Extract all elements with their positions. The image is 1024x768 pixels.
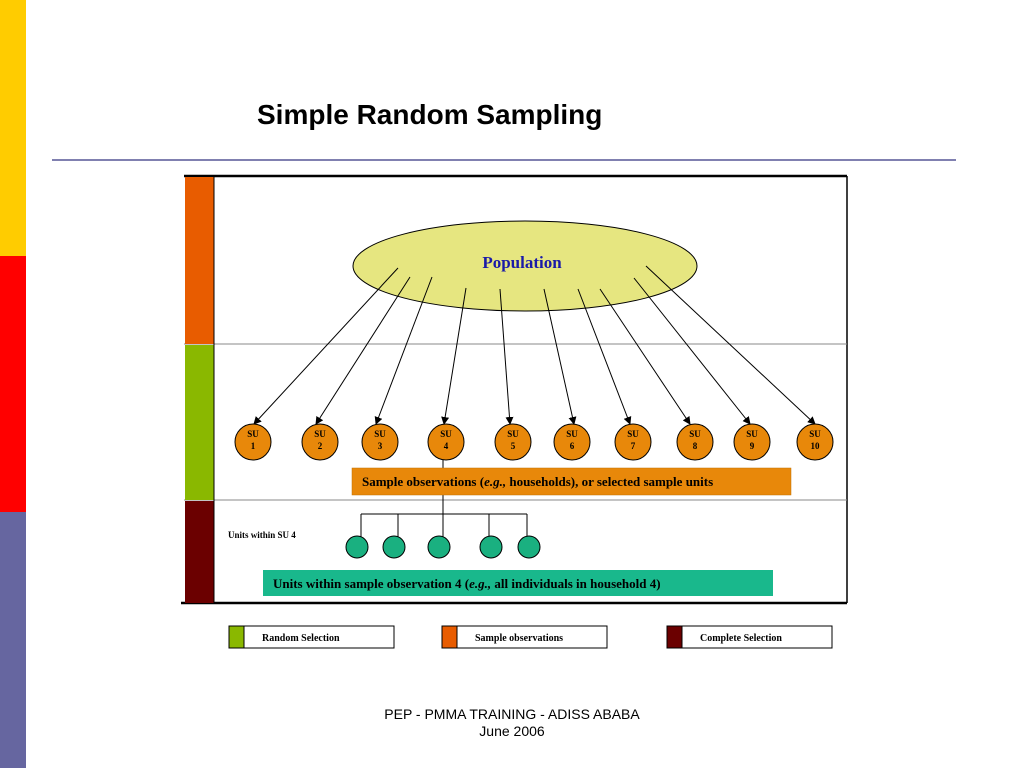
su-number: 4 <box>444 441 449 451</box>
sample-observations-text: Sample observations (e.g., households), … <box>362 474 713 489</box>
su-number: 2 <box>318 441 323 451</box>
sample-unit-9: SU 9 <box>733 423 771 461</box>
legend-item-random-selection: Random Selection <box>228 625 395 649</box>
sidebar-stripe-red <box>0 256 26 512</box>
su-number: 3 <box>378 441 383 451</box>
su-number: 6 <box>570 441 575 451</box>
unit-circle-4 <box>479 535 503 559</box>
su-circle <box>676 423 714 461</box>
su-circle <box>614 423 652 461</box>
arrow-to-su-4 <box>441 287 467 425</box>
unit-circle-2 <box>382 535 406 559</box>
arrow-to-su-6 <box>543 288 577 425</box>
footer-line-2: June 2006 <box>479 723 545 739</box>
legend-item-sample-observations: Sample observations <box>441 625 608 649</box>
sample-unit-1: SU 1 <box>234 423 272 461</box>
su-circle <box>796 423 834 461</box>
legend: Random Selection Sample observations Com… <box>228 625 833 649</box>
su-circle <box>553 423 591 461</box>
slide-footer: PEP - PMMA TRAINING - ADISS ABABA June 2… <box>300 706 724 740</box>
su-label: SU <box>314 429 326 439</box>
arrow-to-su-10 <box>645 265 816 425</box>
sidebar-stripe-yellow <box>0 0 26 256</box>
population-ellipse <box>352 220 698 312</box>
legend-label: Sample observations <box>475 633 563 644</box>
su-number: 7 <box>631 441 636 451</box>
banner-text-part: Units within sample observation 4 ( <box>273 576 469 591</box>
arrow-to-su-9 <box>633 277 751 425</box>
units-within-su-label: Units within SU 4 <box>228 530 296 540</box>
units-tree <box>360 513 528 537</box>
su-circle <box>494 423 532 461</box>
su-label: SU <box>440 429 452 439</box>
unit-circle-3 <box>427 535 451 559</box>
sample-unit-8: SU 8 <box>676 423 714 461</box>
arrow-to-su-1 <box>253 267 399 425</box>
row-bar-random-selection <box>185 345 214 500</box>
banner-text-italic: e.g., <box>484 474 506 489</box>
population-label: Population <box>482 253 562 272</box>
household-units <box>345 535 541 559</box>
su-number: 1 <box>251 441 256 451</box>
su-label: SU <box>507 429 519 439</box>
legend-swatch <box>228 625 245 649</box>
footer-line-1: PEP - PMMA TRAINING - ADISS ABABA <box>384 706 640 722</box>
units-banner <box>263 570 773 596</box>
su-label: SU <box>627 429 639 439</box>
su-circle <box>361 423 399 461</box>
sidebar-stripe-purple <box>0 512 26 768</box>
su-number: 9 <box>750 441 755 451</box>
su-label: SU <box>247 429 259 439</box>
legend-label: Complete Selection <box>700 633 782 644</box>
legend-label: Random Selection <box>262 633 340 644</box>
su-circle <box>301 423 339 461</box>
legend-swatch <box>441 625 458 649</box>
sample-unit-7: SU 7 <box>614 423 652 461</box>
sample-unit-4: SU 4 <box>427 423 465 461</box>
slide-title: Simple Random Sampling <box>257 99 603 130</box>
su-label: SU <box>566 429 578 439</box>
su-circle <box>427 423 465 461</box>
sample-unit-2: SU 2 <box>301 423 339 461</box>
arrow-to-su-7 <box>577 288 632 425</box>
sample-unit-3: SU 3 <box>361 423 399 461</box>
banner-text-part: all individuals in household 4) <box>491 576 660 591</box>
row-bar-complete-selection <box>185 501 214 603</box>
arrow-to-su-2 <box>315 276 411 425</box>
sample-unit-6: SU 6 <box>553 423 591 461</box>
title-divider <box>52 159 956 161</box>
su-number: 5 <box>511 441 516 451</box>
sample-observations-banner <box>351 467 792 496</box>
legend-item-complete-selection: Complete Selection <box>666 625 833 649</box>
sample-unit-10: SU 10 <box>796 423 834 461</box>
sample-unit-5: SU 5 <box>494 423 532 461</box>
su-circle <box>234 423 272 461</box>
su-label: SU <box>746 429 758 439</box>
unit-circle-5 <box>517 535 541 559</box>
arrow-to-su-3 <box>374 276 433 425</box>
su-label: SU <box>374 429 386 439</box>
legend-swatch <box>666 625 683 649</box>
units-banner-text: Units within sample observation 4 (e.g.,… <box>273 576 661 591</box>
su-number: 8 <box>693 441 698 451</box>
sample-units: SU 1 SU 2 SU 3 SU 4 SU 5 SU 6 <box>234 423 834 461</box>
arrow-to-su-8 <box>599 288 691 425</box>
banner-text-part: households), or selected sample units <box>506 474 713 489</box>
banner-text-part: Sample observations ( <box>362 474 484 489</box>
su-label: SU <box>809 429 821 439</box>
su-circle <box>733 423 771 461</box>
row-bar-sample-observations <box>185 177 214 344</box>
su-number: 10 <box>811 441 821 451</box>
arrow-to-su-5 <box>499 288 514 425</box>
selection-arrows <box>253 265 816 425</box>
banner-text-italic: e.g., <box>469 576 491 591</box>
unit-circle-1 <box>345 535 369 559</box>
su-label: SU <box>689 429 701 439</box>
